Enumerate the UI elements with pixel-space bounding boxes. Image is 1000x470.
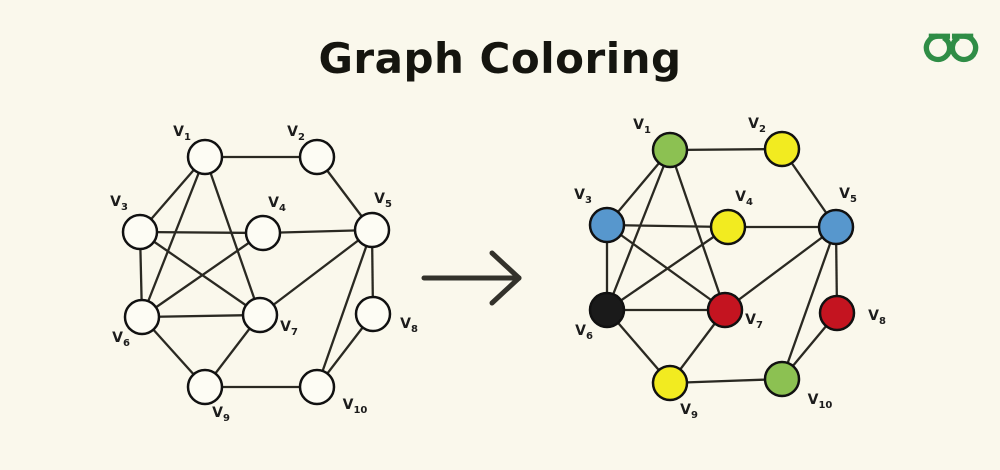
geeksforgeeks-logo-glyphs (923, 33, 979, 63)
graph-uncolored-edge-v1-v7 (203, 156, 262, 316)
graph-colored-label-v2: V2 (748, 116, 766, 135)
logo-right-bowl (949, 33, 979, 63)
graph-uncolored-edge-v3-v4 (139, 230, 264, 235)
graph-uncolored-edge-v1-v6 (140, 156, 207, 318)
graph-colored-node-v8 (818, 294, 856, 332)
graph-colored-label-v6: V6 (575, 323, 593, 342)
graph-colored-label-v10: V10 (808, 392, 833, 411)
graph-colored-node-v3 (588, 206, 626, 244)
graph-uncolored-label-v7: V7 (280, 319, 298, 338)
graph-colored-node-v4 (709, 208, 747, 246)
graph-uncolored-edge-v5-v7 (259, 229, 373, 316)
graph-colored-edge-v5-v7 (724, 226, 837, 311)
graph-colored-label-v3: V3 (574, 187, 592, 206)
arrow-icon (421, 250, 522, 306)
graph-colored-node-v6 (588, 291, 626, 329)
graph-colored-node-v1 (651, 131, 689, 169)
graph-colored-node-v2 (763, 130, 801, 168)
graph-uncolored-edge-v4-v6 (141, 232, 264, 318)
graph-uncolored-node-v6 (123, 298, 161, 336)
graph-colored-label-v4: V4 (735, 189, 753, 208)
graph-colored-label-v1: V1 (633, 117, 651, 136)
graph-colored-node-v5 (817, 208, 855, 246)
graph-colored-node-v7 (706, 291, 744, 329)
graph-colored-node-v10 (763, 360, 801, 398)
graph-uncolored-edge-v5-v10 (315, 229, 374, 388)
graph-uncolored-edge-v6-v7 (141, 313, 261, 319)
arrow-head-top (489, 250, 522, 281)
graph-colored-edge-v3-v7 (606, 224, 726, 311)
arrow-head-bottom (489, 275, 522, 306)
graph-uncolored-node-v7 (241, 296, 279, 334)
graph-colored-node-v9 (651, 364, 689, 402)
graph-colored-label-v7: V7 (745, 312, 763, 331)
graph-uncolored-label-v2: V2 (287, 124, 305, 143)
graph-uncolored-label-v9: V9 (212, 405, 230, 424)
graph-uncolored-label-v6: V6 (112, 330, 130, 349)
graph-uncolored-node-v3 (121, 213, 159, 251)
graph-colored-label-v9: V9 (680, 402, 698, 421)
graph-colored-label-v5: V5 (839, 186, 857, 205)
geeksforgeeks-logo (923, 33, 979, 63)
page-title: Graph Coloring (318, 34, 682, 83)
graph-uncolored-node-v5 (353, 211, 391, 249)
graph-colored-edge-v5-v10 (780, 226, 838, 380)
graph-uncolored-label-v3: V3 (110, 194, 128, 213)
graph-uncolored-node-v10 (298, 368, 336, 406)
graph-uncolored-label-v1: V1 (173, 124, 191, 143)
graph-colored-edge-v1-v2 (669, 147, 783, 152)
graph-colored-edge-v9-v10 (669, 377, 783, 385)
graph-uncolored-label-v10: V10 (343, 397, 368, 416)
graph-colored-edge-v1-v6 (605, 149, 672, 311)
graph-uncolored-node-v9 (186, 368, 224, 406)
graph-uncolored-node-v4 (244, 214, 282, 252)
graph-uncolored-node-v8 (354, 295, 392, 333)
graph-uncolored-edge-v3-v7 (139, 231, 261, 316)
graph-colored-label-v8: V8 (868, 308, 886, 327)
graph-colored-edge-v4-v6 (606, 226, 729, 311)
graph-uncolored-node-v1 (186, 138, 224, 176)
graph-colored-edge-v3-v4 (606, 223, 729, 229)
graph-colored-edge-v1-v7 (668, 149, 727, 311)
graph-uncolored-node-v2 (298, 138, 336, 176)
graph-uncolored-label-v4: V4 (268, 195, 286, 214)
graph-uncolored-label-v8: V8 (400, 316, 418, 335)
logo-left-bowl (923, 33, 953, 63)
graph-uncolored-label-v5: V5 (374, 191, 392, 210)
